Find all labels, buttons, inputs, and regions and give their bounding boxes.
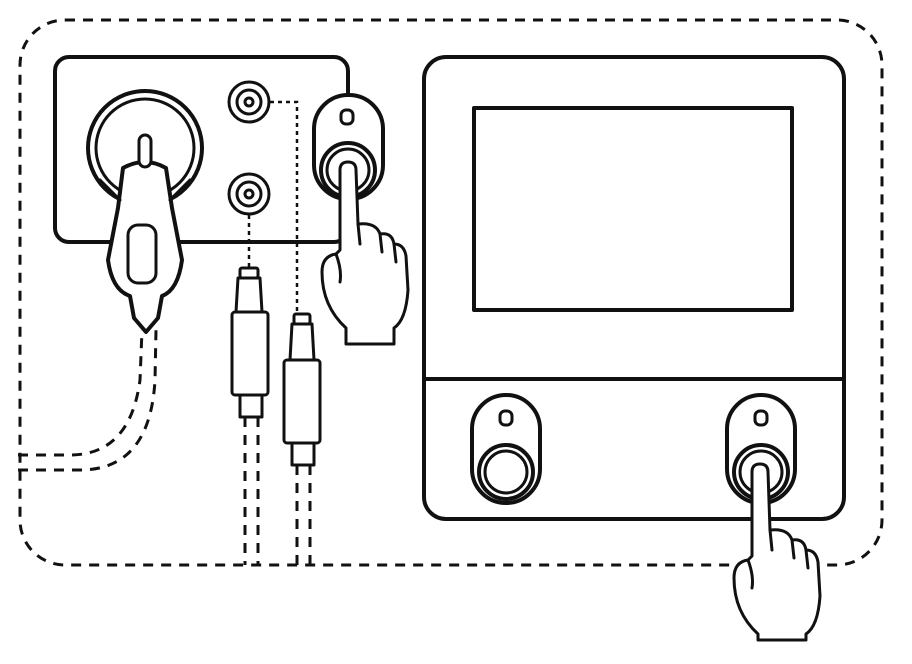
screen-icon (472, 106, 794, 312)
hand-pointer-icon (732, 462, 822, 642)
rca-jack-icon (227, 172, 271, 216)
hand-pointer-icon (320, 160, 410, 346)
control-button-icon (470, 393, 542, 505)
outer-dashed-boundary (18, 18, 884, 567)
audio-plug-icon (230, 266, 270, 565)
audio-plug-icon (282, 312, 322, 565)
signal-path-upper (270, 100, 299, 318)
power-cable-dashed (18, 329, 158, 472)
plug-icon (98, 133, 192, 334)
rca-jack-icon (227, 80, 271, 124)
